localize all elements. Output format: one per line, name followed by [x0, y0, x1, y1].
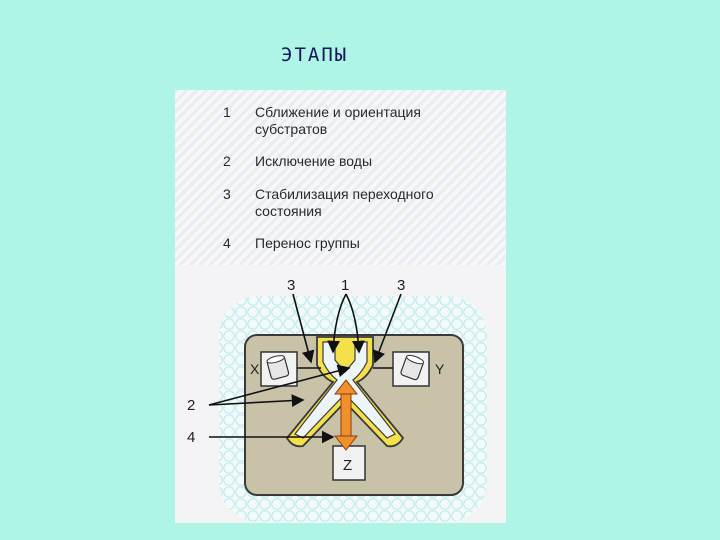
callout-1-label: 1: [341, 277, 349, 294]
callout-2-label: 2: [187, 397, 195, 414]
callout-4-label: 4: [187, 429, 195, 446]
slide-title: ЭТАПЫ: [281, 44, 348, 66]
enzyme-diagram: 3 1 3 2 4 X Y Z: [175, 90, 506, 523]
substrate-x-label: X: [250, 361, 260, 377]
substrate-y-label: Y: [435, 361, 445, 377]
callout-3-right-label: 3: [397, 277, 405, 294]
group-z-label: Z: [343, 457, 352, 474]
enzyme-catalysis-figure: 1 Сближение и ориентация субстратов 2 Ис…: [175, 90, 506, 523]
callout-3-left-label: 3: [287, 277, 295, 294]
